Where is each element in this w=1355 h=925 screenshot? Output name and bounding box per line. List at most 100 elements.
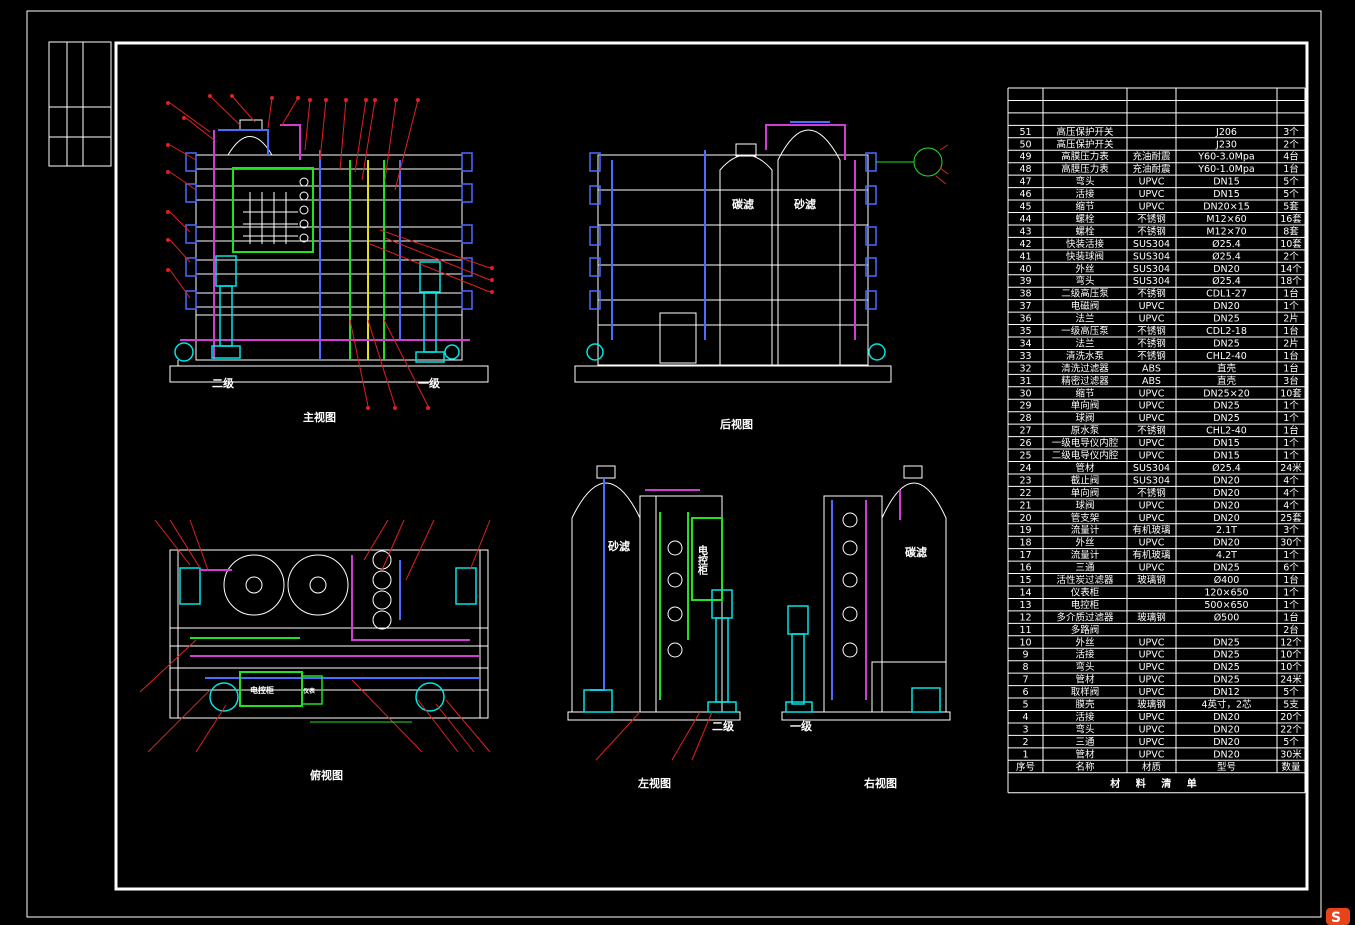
- bom-header-cell: 型号: [1217, 762, 1236, 773]
- bom-cell: 管材: [1075, 462, 1095, 474]
- bom-cell: 1个: [1283, 550, 1299, 561]
- bom-cell: 电控柜: [1071, 599, 1100, 611]
- right-view-title: 右视图: [863, 776, 897, 790]
- bom-cell: 管材: [1075, 674, 1095, 686]
- bom-cell: 24米: [1280, 674, 1302, 686]
- front-stage-left-label: 二级: [212, 376, 235, 390]
- bom-cell: 弯头: [1075, 275, 1094, 287]
- bom-cell: UPVC: [1139, 500, 1165, 511]
- bom-cell: 2: [1022, 737, 1028, 748]
- bom-cell: UPVC: [1139, 314, 1165, 325]
- bom-cell: 1台: [1283, 163, 1299, 175]
- bom-cell: 18: [1019, 538, 1031, 549]
- bom-cell: DN20: [1213, 724, 1240, 735]
- bom-cell: UPVC: [1139, 451, 1165, 462]
- bom-cell: 仪表柜: [1071, 586, 1100, 598]
- bom-cell: UPVC: [1139, 712, 1165, 723]
- bom-cell: 弯头: [1075, 723, 1094, 735]
- bom-cell: SUS304: [1133, 239, 1170, 250]
- bom-cell: 2片: [1283, 337, 1299, 349]
- bom-cell: UPVC: [1139, 538, 1165, 549]
- bom-cell: 16: [1019, 563, 1031, 574]
- bom-cell: DN20×15: [1203, 202, 1250, 213]
- bom-cell: 多路阀: [1071, 624, 1100, 636]
- bom-cell: 充油耐震: [1132, 163, 1171, 175]
- bom-cell: 30个: [1280, 538, 1302, 549]
- bom-cell: 玻璃钢: [1137, 574, 1166, 586]
- bom-cell: 3: [1022, 724, 1028, 735]
- bom-cell: UPVC: [1139, 301, 1165, 312]
- bom-cell: 31: [1019, 376, 1031, 387]
- bom-cell: 多介质过滤器: [1056, 611, 1114, 623]
- bom-cell: 高膜压力表: [1061, 151, 1109, 163]
- bom-cell: Y60-1.0Mpa: [1197, 164, 1254, 175]
- front-view: 二级 一级 主视图: [166, 94, 494, 424]
- bom-cell: SUS304: [1133, 463, 1170, 474]
- bom-cell: 快装球阀: [1066, 250, 1104, 262]
- bom-cell: 外丝: [1075, 537, 1094, 549]
- left-view-title: 左视图: [637, 776, 671, 790]
- bom-cell: DN20: [1213, 488, 1240, 499]
- brand-s-icon: S: [1326, 908, 1350, 925]
- bom-cell: 5个: [1283, 189, 1299, 200]
- bom-cell: 10: [1019, 637, 1031, 648]
- top-box-label: 仪表: [302, 687, 316, 695]
- bom-cell: DN25: [1213, 413, 1240, 424]
- left-view: 砂滤 电控柜 二级 左视图: [567, 465, 741, 790]
- bom-cell: 8套: [1283, 225, 1299, 237]
- bom-cell: 49: [1019, 152, 1031, 163]
- bom-cell: M12×60: [1206, 214, 1246, 225]
- bom-cell: 26: [1019, 438, 1031, 449]
- bom-cell: 膜壳: [1075, 699, 1095, 711]
- bom-cell: 一级电导仪内腔: [1052, 437, 1119, 449]
- bom-cell: 玻璃钢: [1137, 699, 1166, 711]
- bom-title: 材 料 清 单: [1110, 777, 1202, 790]
- bom-cell: 不锈钢: [1137, 288, 1166, 300]
- bom-header-cell: 序号: [1016, 761, 1035, 773]
- bom-cell: 2个: [1283, 251, 1299, 262]
- bom-cell: CDL1-27: [1206, 289, 1247, 300]
- bom-cell: UPVC: [1139, 177, 1165, 188]
- bom-cell: 46: [1019, 189, 1031, 200]
- bom-cell: DN20: [1213, 264, 1240, 275]
- bom-cell: 有机玻璃: [1132, 524, 1170, 536]
- top-view: 电控柜 仪表 俯视图: [139, 519, 491, 782]
- bom-cell: CHL2-40: [1206, 426, 1247, 437]
- bom-cell: 3个: [1283, 525, 1299, 536]
- bom-cell: 1: [1022, 749, 1028, 760]
- bom-cell: 缩节: [1075, 387, 1094, 399]
- bom-cell: UPVC: [1139, 650, 1165, 661]
- bom-cell: SUS304: [1133, 251, 1170, 262]
- bom-cell: 一级高压泵: [1061, 325, 1109, 337]
- bom-cell: 20: [1019, 513, 1031, 524]
- bom-cell: 活性炭过滤器: [1056, 574, 1114, 586]
- front-stage-right-label: 一级: [418, 376, 441, 390]
- bom-cell: 1个: [1283, 451, 1299, 462]
- bom-cell: DN20: [1213, 737, 1240, 748]
- bom-cell: DN25: [1213, 563, 1240, 574]
- bom-cell: 16套: [1280, 213, 1302, 225]
- bom-cell: 活接: [1075, 188, 1095, 200]
- bom-cell: 1台: [1283, 350, 1299, 362]
- bom-cell: 50: [1019, 139, 1031, 150]
- bom-cell: Ø25.4: [1212, 276, 1241, 287]
- bom-cell: 30: [1019, 388, 1031, 399]
- bom-header-cell: 数量: [1281, 761, 1301, 773]
- outer-frame: [26, 10, 1322, 918]
- left-cabinet-label: 电控柜: [696, 544, 709, 576]
- bom-cell: DN20: [1213, 513, 1240, 524]
- bom-cell: 外丝: [1075, 636, 1094, 648]
- bom-cell: 单向阀: [1071, 487, 1100, 499]
- bom-cell: 5个: [1283, 737, 1299, 748]
- bom-cell: 不锈钢: [1137, 213, 1166, 225]
- bom-cell: 7: [1022, 675, 1028, 686]
- bom-cell: 2.1T: [1216, 525, 1237, 536]
- bom-cell: DN15: [1213, 177, 1240, 188]
- bom-cell: 三通: [1075, 563, 1095, 574]
- bom-cell: 高压保护开关: [1056, 138, 1114, 150]
- bom-cell: 4个: [1283, 475, 1299, 486]
- bom-cell: 弯头: [1075, 176, 1094, 188]
- bom-cell: 1台: [1283, 611, 1299, 623]
- bom-cell: 32: [1019, 363, 1031, 374]
